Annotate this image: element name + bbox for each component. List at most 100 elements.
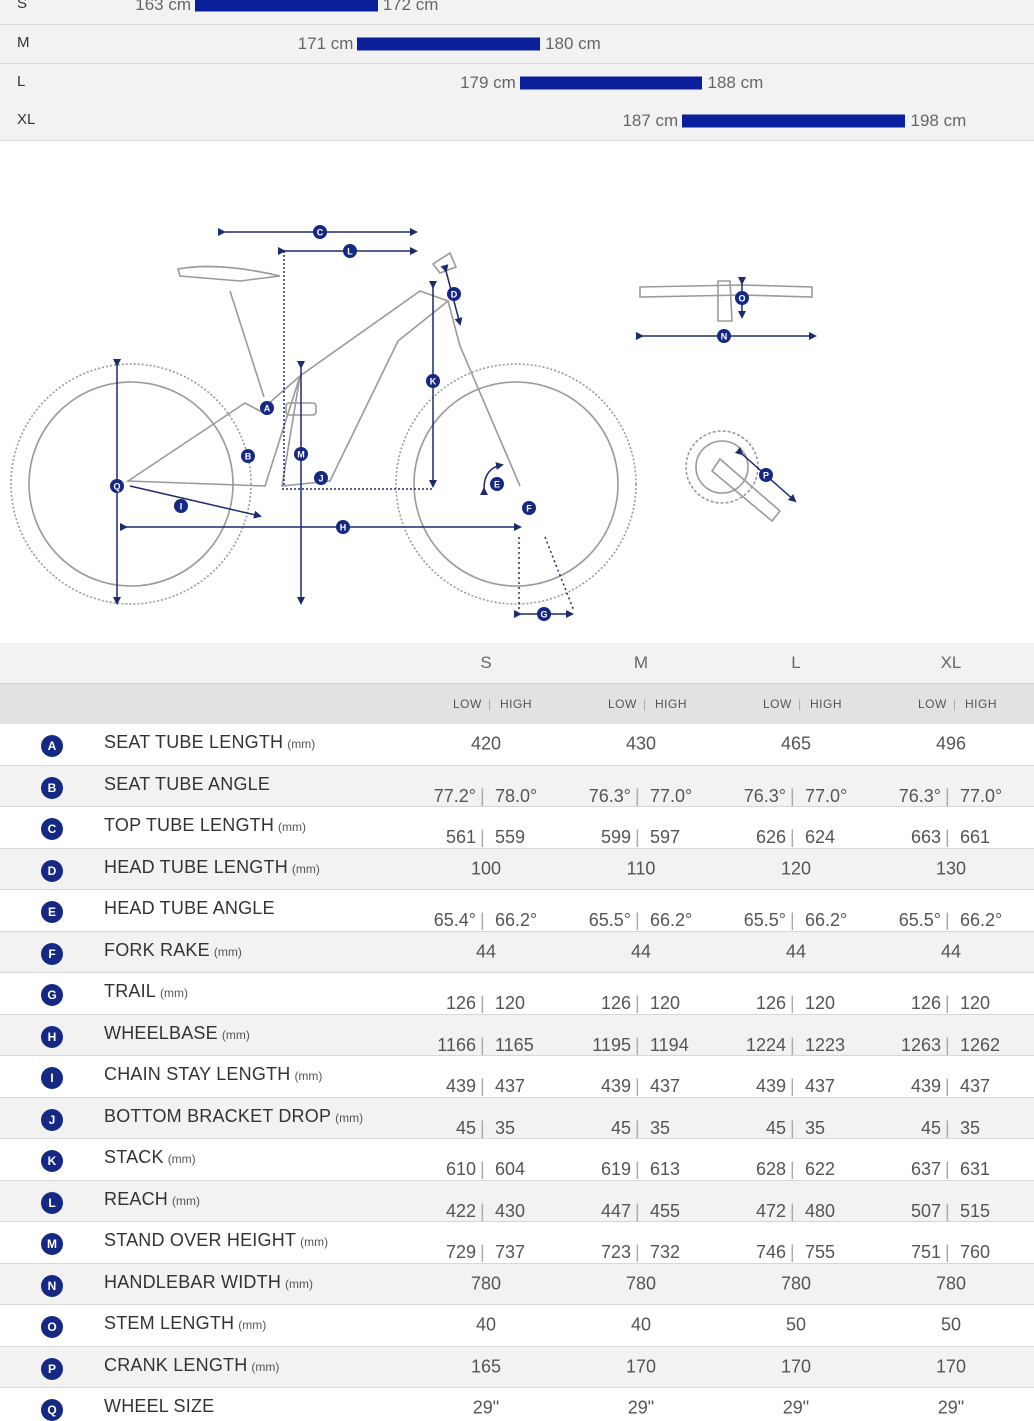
high-value: 597 [650, 827, 681, 848]
value: 496 [935, 733, 967, 754]
value: 40 [475, 1314, 497, 1335]
high-value: 120 [650, 993, 681, 1014]
marker-n: N [717, 329, 731, 343]
value: 420 [470, 733, 502, 754]
separator: | [790, 1076, 795, 1097]
dimension-letter-badge: N [41, 1274, 63, 1297]
separator: | [790, 1200, 795, 1221]
dimension-lines [113, 228, 817, 618]
dimension-label: CRANK LENGTH(mm) [104, 1355, 279, 1376]
table-cell: 29" [411, 1398, 561, 1419]
svg-text:B: B [245, 452, 252, 462]
svg-text:E: E [494, 480, 500, 490]
dimension-unit: (mm) [300, 1235, 329, 1250]
marker-j: J [314, 471, 328, 485]
value: 780 [935, 1273, 967, 1294]
separator: | [488, 697, 492, 711]
high-value: 1194 [650, 1034, 689, 1055]
value: 50 [940, 1314, 962, 1335]
dimension-name: TRAIL [104, 981, 157, 1002]
value: 44 [940, 941, 962, 962]
separator: | [635, 1034, 640, 1055]
table-cell: 44 [876, 941, 1026, 962]
svg-text:M: M [297, 450, 305, 460]
separator: | [635, 910, 640, 931]
dimension-unit: (mm) [213, 944, 242, 959]
dimension-name: CRANK LENGTH [104, 1354, 248, 1375]
svg-text:A: A [264, 404, 271, 414]
table-cell: 170 [566, 1356, 716, 1377]
dimension-letter-badge: K [41, 1150, 63, 1173]
table-cell: 29" [876, 1398, 1026, 1419]
dimension-name: STAND OVER HEIGHT [104, 1230, 297, 1251]
low-value: 77.2° [433, 785, 476, 806]
low-value: 76.3° [898, 785, 941, 806]
high-value: 66.2° [650, 910, 693, 931]
high-value: 66.2° [805, 910, 848, 931]
low-label: LOW [608, 697, 637, 711]
separator: | [480, 1200, 485, 1221]
high-value: 755 [805, 1242, 836, 1263]
separator: | [480, 1242, 485, 1263]
marker-e: E [490, 477, 504, 491]
value: 29" [782, 1397, 810, 1418]
separator: | [635, 1117, 640, 1138]
low-value: 76.3° [743, 785, 786, 806]
dimension-letter-badge: P [41, 1357, 63, 1380]
svg-text:G: G [540, 610, 547, 620]
separator: | [480, 1076, 485, 1097]
dimension-letter-badge: F [41, 942, 63, 965]
svg-text:P: P [763, 471, 769, 481]
high-value: 455 [650, 1200, 681, 1221]
high-value: 1262 [960, 1034, 1001, 1055]
size-column-header: XL [940, 653, 962, 672]
handlebar-top-view [639, 284, 813, 298]
low-value: 1263 [900, 1034, 941, 1055]
dimension-unit: (mm) [172, 1193, 200, 1208]
low-value: 126 [755, 993, 786, 1014]
value: 110 [626, 858, 656, 879]
high-value: 480 [805, 1200, 836, 1221]
separator: | [790, 1159, 795, 1180]
value: 50 [785, 1314, 807, 1335]
dimension-label: HEAD TUBE ANGLE [104, 898, 275, 919]
high-value: 737 [495, 1242, 526, 1263]
dimension-letter-badge: L [41, 1191, 63, 1214]
low-value: 626 [755, 827, 786, 848]
separator: | [480, 785, 485, 806]
dimension-unit: (mm) [291, 861, 320, 876]
table-cell: 29" [721, 1398, 871, 1419]
separator: | [480, 910, 485, 931]
value: 170 [780, 1356, 812, 1377]
value: 29" [627, 1397, 655, 1418]
low-value: 628 [755, 1159, 786, 1180]
low-label: LOW [763, 697, 792, 711]
high-value: 437 [805, 1076, 836, 1097]
high-value: 613 [650, 1159, 681, 1180]
table-cell: 110 [566, 858, 716, 879]
low-value: 45 [455, 1117, 476, 1138]
low-value: 1224 [745, 1034, 786, 1055]
height-min-label: 187 cm [622, 111, 679, 130]
svg-text:F: F [526, 504, 532, 514]
separator: | [798, 697, 802, 711]
low-value: 472 [755, 1200, 786, 1221]
dimension-unit: (mm) [167, 1152, 196, 1167]
height-range-bar [195, 0, 378, 12]
high-value: 624 [805, 827, 836, 848]
separator: | [635, 1200, 640, 1221]
table-cell: 44 [721, 941, 871, 962]
table-cell: 165 [411, 1356, 561, 1377]
marker-g: G [537, 607, 551, 621]
value: 465 [780, 733, 812, 754]
value: 100 [470, 858, 502, 879]
dimension-letter-badge: A [41, 735, 63, 758]
